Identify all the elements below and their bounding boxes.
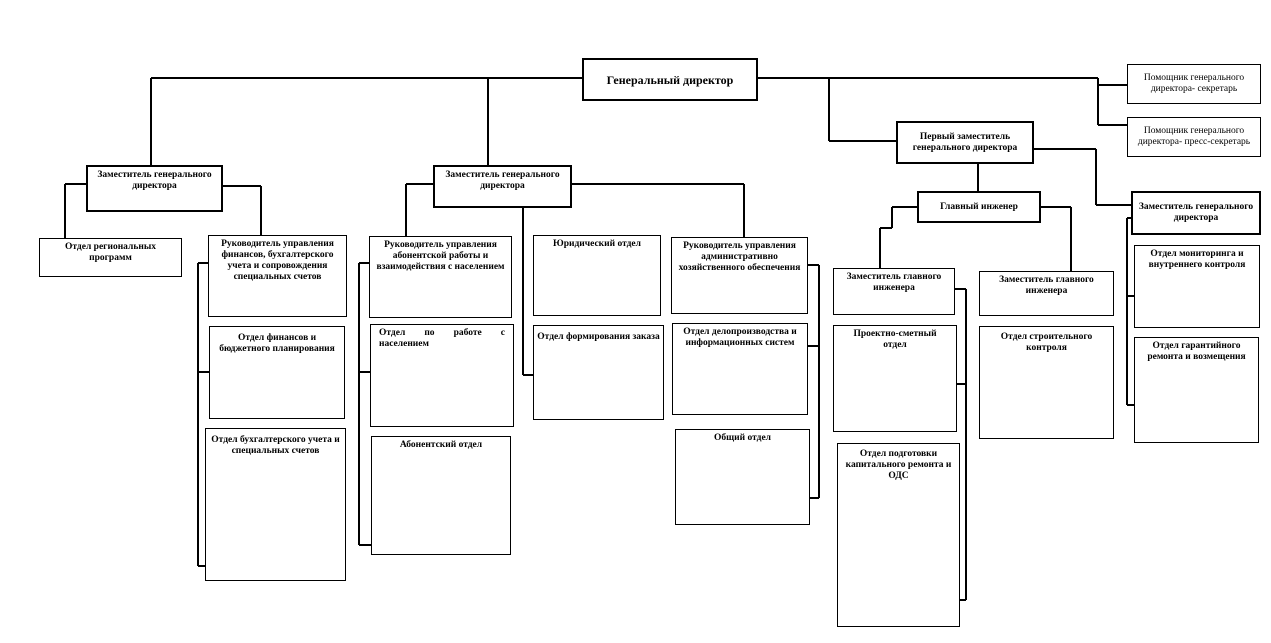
head-admin-box: Руководитель управления административно … [671,237,808,314]
dept-finance-budget-box: Отдел финансов и бюджетного планирования [209,326,345,419]
general-director-box: Генеральный директор [582,58,758,101]
deputy-right-box: Заместитель генерального директора [1131,191,1261,235]
dept-legal-box: Юридический отдел [533,235,661,316]
dept-records-box: Отдел делопроизводства и информационных … [672,323,808,415]
dept-subscriber-box: Абонентский отдел [371,436,511,555]
dept-capital-repair-box: Отдел подготовки капитального ремонта и … [837,443,960,627]
deputy-chief-engineer-1-box: Заместитель главного инженера [833,268,955,315]
chief-engineer-box: Главный инженер [917,191,1041,223]
dept-accounting-box: Отдел бухгалтерского учета и специальных… [205,428,346,581]
dept-construction-control-box: Отдел строительного контроля [979,326,1114,439]
dept-regional-box: Отдел региональных программ [39,238,182,277]
deputy-center-box: Заместитель генерального директора [433,165,572,208]
dept-order-box: Отдел формирования заказа [533,325,664,420]
deputy-chief-engineer-2-box: Заместитель главного инженера [979,271,1114,316]
assistant-press-box: Помощник генерального директора- пресс-с… [1127,117,1261,157]
dept-population-box: Отдел по работе с населением [370,324,514,427]
first-deputy-box: Первый заместитель генерального директор… [896,121,1034,164]
dept-general-box: Общий отдел [675,429,810,525]
dept-design-estimate-box: Проектно-сметный отдел [833,325,957,432]
deputy-left-box: Заместитель генерального директора [86,165,223,212]
assistant-secretary-box: Помощник генерального директора- секрета… [1127,64,1261,104]
head-finance-box: Руководитель управления финансов, бухгал… [208,235,347,317]
head-subscriber-box: Руководитель управления абонентской рабо… [369,236,512,318]
dept-warranty-box: Отдел гарантийного ремонта и возмещения [1134,337,1259,443]
dept-monitoring-box: Отдел мониторинга и внутреннего контроля [1134,245,1260,328]
